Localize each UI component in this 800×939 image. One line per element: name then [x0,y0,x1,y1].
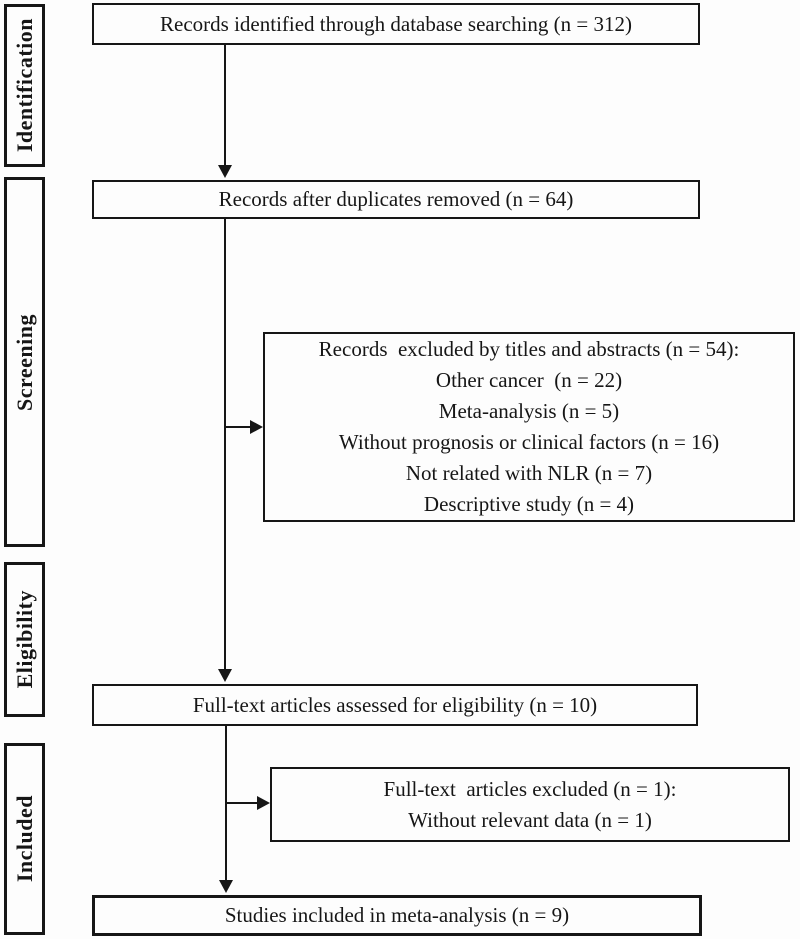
excluded-reason-descriptive: Descriptive study (n = 4) [423,492,635,516]
stage-eligibility: Eligibility [4,562,45,717]
fulltext-excluded-reason: Without relevant data (n = 1) [408,807,652,832]
stage-screening: Screening [4,177,45,547]
stage-identification: Identification [4,4,45,167]
excluded-reason-not-related-nlr: Not related with NLR (n = 7) [405,461,653,485]
box-studies-included-text: Studies included in meta-analysis (n = 9… [224,903,570,927]
stage-included-label: Included [11,795,37,883]
fulltext-excluded-header: Full-text articles excluded (n = 1): [383,776,677,801]
box-fulltext-assessed: Full-text articles assessed for eligibil… [92,684,698,726]
box-after-duplicates-text: Records after duplicates removed (n = 64… [218,187,574,211]
stage-eligibility-label: Eligibility [11,590,37,689]
box-fulltext-assessed-text: Full-text articles assessed for eligibil… [192,692,598,717]
arrow-to-fulltext-excluded-line [227,802,259,804]
box-studies-included: Studies included in meta-analysis (n = 9… [92,895,702,936]
arrow-duplicates-to-fulltext-head [218,669,232,682]
arrow-to-fulltext-excluded-head [257,796,270,810]
box-records-excluded: Records excluded by titles and abstracts… [263,332,795,522]
stage-screening-label: Screening [11,313,37,411]
arrow-duplicates-to-fulltext-line [224,219,226,672]
excluded-reason-header: Records excluded by titles and abstracts… [318,337,740,361]
box-after-duplicates: Records after duplicates removed (n = 64… [92,180,700,219]
arrow-fulltext-to-included-line [225,726,227,883]
arrow-to-records-excluded-head [250,420,263,434]
box-records-identified-text: Records identified through database sear… [160,11,632,36]
arrow-fulltext-to-included-head [219,880,233,893]
excluded-reason-without-prognosis: Without prognosis or clinical factors (n… [338,430,720,454]
box-fulltext-excluded: Full-text articles excluded (n = 1): Wit… [270,767,790,842]
box-records-identified: Records identified through database sear… [92,3,700,45]
excluded-reason-other-cancer: Other cancer (n = 22) [435,368,623,392]
arrow-to-records-excluded-line [226,426,252,428]
excluded-reason-meta-analysis: Meta-analysis (n = 5) [438,399,620,423]
arrow-identified-to-duplicates-line [224,44,226,168]
stage-included: Included [4,743,45,935]
arrow-identified-to-duplicates-head [218,165,232,178]
stage-identification-label: Identification [11,18,37,153]
